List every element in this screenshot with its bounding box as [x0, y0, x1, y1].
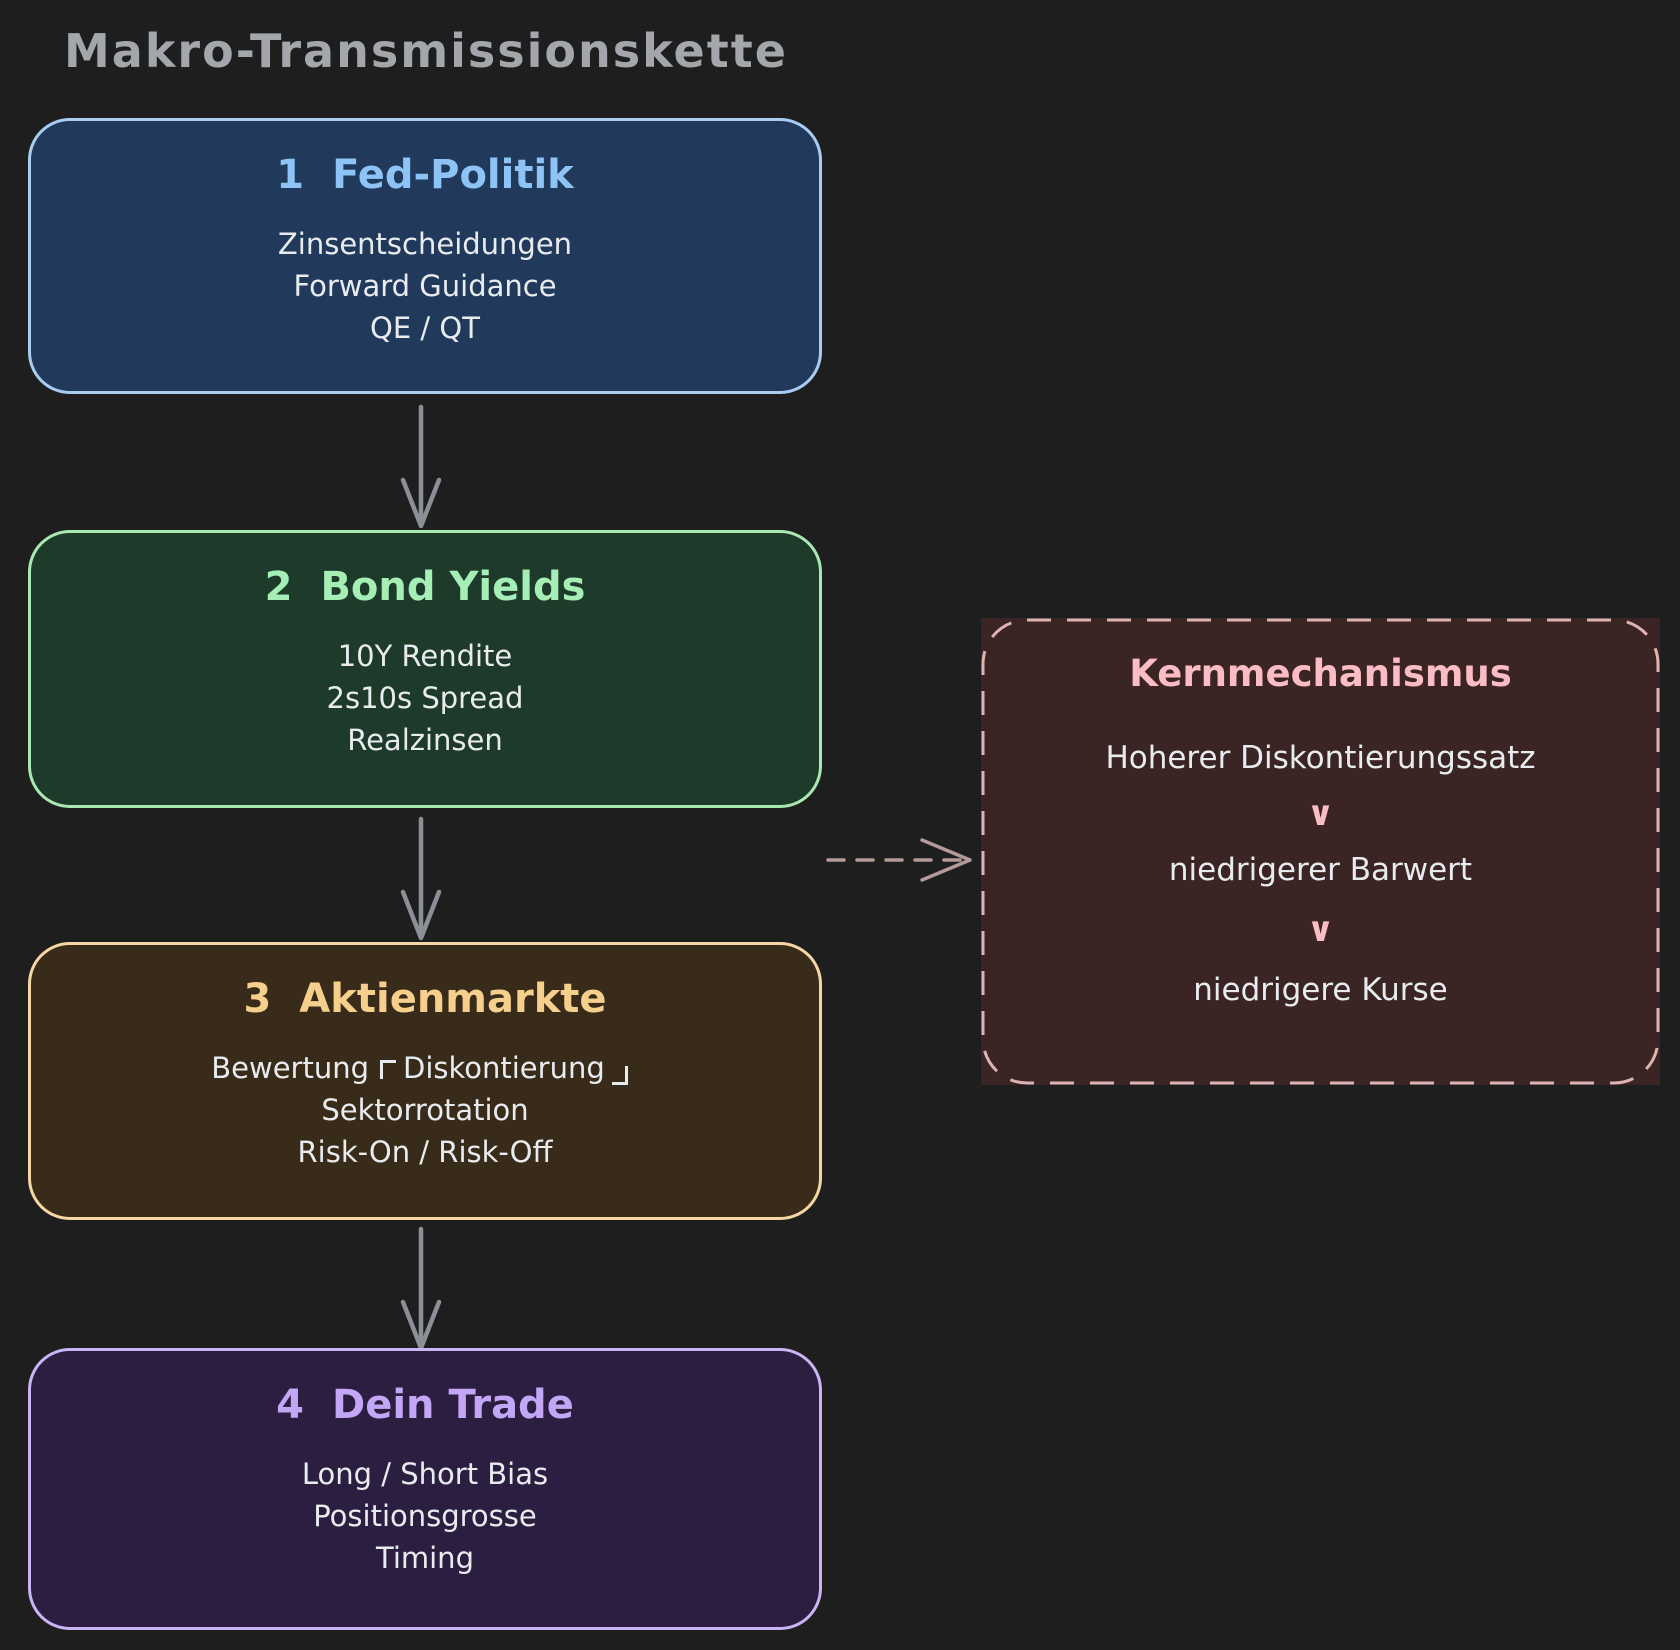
flow-arrow-down-1	[400, 404, 442, 529]
step-label: Bond Yields	[320, 564, 586, 610]
detail-line: Realzinsen	[347, 723, 503, 757]
corner-bracket-close-icon	[611, 1066, 628, 1085]
corner-bracket-open-icon	[380, 1060, 396, 1079]
flow-arrow-down-3	[400, 1226, 442, 1351]
step-details: Zinsentscheidungen Forward Guidance QE /…	[278, 223, 572, 349]
step-title: 2 Bond Yields	[265, 563, 586, 611]
mechanism-step: niedrigerer Barwert	[1168, 852, 1473, 888]
detail-line: Timing	[376, 1541, 474, 1575]
side-panel-title: Kernmechanismus	[1129, 652, 1512, 695]
mechanism-step: niedrigere Kurse	[1193, 972, 1448, 1008]
step-box-fed-politik: 1 Fed-Politik Zinsentscheidungen Forward …	[28, 118, 822, 394]
step-details: Bewertung Diskontierung Sektorrotation Ri…	[211, 1047, 639, 1173]
flow-arrow-down-2	[400, 816, 442, 941]
mechanism-step: Hoherer Diskontierungssatz	[1105, 740, 1536, 776]
step-title: 3 Aktienmarkte	[243, 975, 606, 1023]
detail-line: Positionsgrosse	[313, 1499, 537, 1533]
step-title: 1 Fed-Politik	[276, 151, 574, 199]
detail-line: Long / Short Bias	[301, 1457, 549, 1491]
kernmechanismus-panel: Kernmechanismus Hoherer Diskontierungssa…	[981, 618, 1660, 1085]
step-title: 4 Dein Trade	[276, 1381, 574, 1429]
dashed-connector-arrow	[826, 838, 972, 882]
detail-line: Forward Guidance	[293, 269, 557, 303]
detail-line: Sektorrotation	[321, 1093, 529, 1127]
page-title: Makro-Transmissionskette	[64, 24, 788, 78]
step-number: 1	[276, 152, 305, 198]
dashed-panel-border	[981, 618, 1660, 1085]
chevron-down-icon: ∨	[1306, 794, 1335, 834]
detail-line-bewertung: Bewertung Diskontierung	[211, 1047, 639, 1089]
panel-content: Kernmechanismus Hoherer Diskontierungssa…	[981, 618, 1660, 1085]
step-label: Aktienmarkte	[299, 976, 607, 1022]
step-number: 3	[243, 976, 272, 1022]
detail-line: QE / QT	[370, 311, 480, 345]
step-label: Fed-Politik	[332, 152, 574, 198]
chevron-down-icon: ∨	[1306, 910, 1335, 950]
step-details: Long / Short Bias Positionsgrosse Timing	[302, 1453, 548, 1579]
step-number: 4	[276, 1382, 304, 1428]
detail-line: Zinsentscheidungen	[277, 227, 573, 261]
step-box-bond-yields: 2 Bond Yields 10Y Rendite 2s10s Spread Re…	[28, 530, 822, 808]
detail-text: Bewertung	[211, 1051, 369, 1085]
detail-line: 2s10s Spread	[326, 681, 524, 715]
detail-line: 10Y Rendite	[337, 639, 513, 673]
step-box-aktienmarkte: 3 Aktienmarkte Bewertung Diskontierung Sek…	[28, 942, 822, 1220]
step-number: 2	[264, 564, 293, 610]
detail-term: Diskontierung	[403, 1051, 605, 1085]
step-details: 10Y Rendite 2s10s Spread Realzinsen	[327, 635, 524, 761]
step-label: Dein Trade	[332, 1382, 574, 1428]
detail-line: Risk-On / Risk-Off	[297, 1135, 553, 1169]
step-box-dein-trade: 4 Dein Trade Long / Short Bias Positionsg…	[28, 1348, 822, 1630]
